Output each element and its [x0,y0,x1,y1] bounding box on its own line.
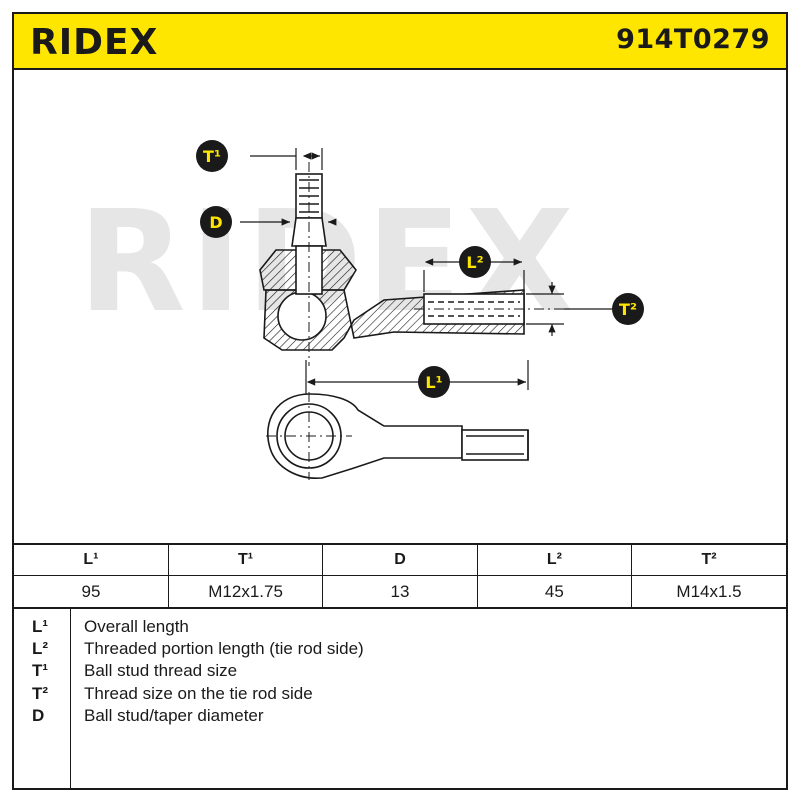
spec-value-d: 13 [322,575,478,609]
legend-description: Overall length [84,617,189,636]
callout-t2-label: T² [619,300,637,319]
legend-symbol: T¹ [32,661,49,680]
legend-row: T¹ Ball stud thread size [14,661,786,683]
callout-l1: L¹ [418,366,450,398]
specs-table: L¹ T¹ D L² T² 95 M12x1.75 13 45 M14x1.5 [14,543,786,609]
callout-d-label: D [209,213,222,232]
callout-d: D [200,206,232,238]
legend-description: Thread size on the tie rod side [84,684,313,703]
callout-t1: T¹ [196,140,228,172]
legend-description: Threaded portion length (tie rod side) [84,639,364,658]
dimension-lines [240,148,614,400]
spec-header-t2: T² [631,543,786,576]
brand-logo: RIDEX [30,24,158,58]
spec-header-l2: L² [476,543,633,576]
legend-symbol: T² [32,684,49,703]
technical-drawing: RIDEX [78,140,644,480]
spec-header-d: D [322,543,478,576]
brand-logo-text: RIDEX [30,24,158,58]
specs-header-row: L¹ T¹ D L² T² [14,543,786,576]
spec-header-t1: T¹ [167,543,324,576]
legend-description: Ball stud thread size [84,661,238,680]
legend: L¹ Overall length L² Threaded portion le… [14,609,786,788]
legend-symbol: L¹ [32,617,49,636]
legend-description: Ball stud/taper diameter [84,706,264,725]
spec-value-l1: 95 [14,575,169,609]
spec-value-t2: M14x1.5 [631,575,786,609]
spec-header-l1: L¹ [14,543,169,576]
legend-row: L¹ Overall length [14,617,786,639]
header-bar: RIDEX 914T0279 [14,14,786,70]
legend-row: L² Threaded portion length (tie rod side… [14,639,786,661]
spec-value-t1: M12x1.75 [167,575,324,609]
callout-t1-label: T¹ [203,147,221,166]
callout-l2: L² [459,246,491,278]
legend-symbol: L² [32,639,49,658]
datasheet-frame: RIDEX 914T0279 RIDEX [12,12,788,790]
part-number: 914T0279 [616,24,770,55]
spec-value-l2: 45 [476,575,633,609]
legend-divider [70,609,71,788]
side-view [259,162,564,366]
top-view [266,392,529,480]
legend-row: D Ball stud/taper diameter [14,706,786,728]
callout-l2-label: L² [466,253,483,272]
legend-row: T² Thread size on the tie rod side [14,684,786,706]
callout-l1-label: L¹ [425,373,442,392]
callout-t2: T² [612,293,644,325]
specs-value-row: 95 M12x1.75 13 45 M14x1.5 [14,575,786,609]
legend-symbol: D [32,706,45,725]
